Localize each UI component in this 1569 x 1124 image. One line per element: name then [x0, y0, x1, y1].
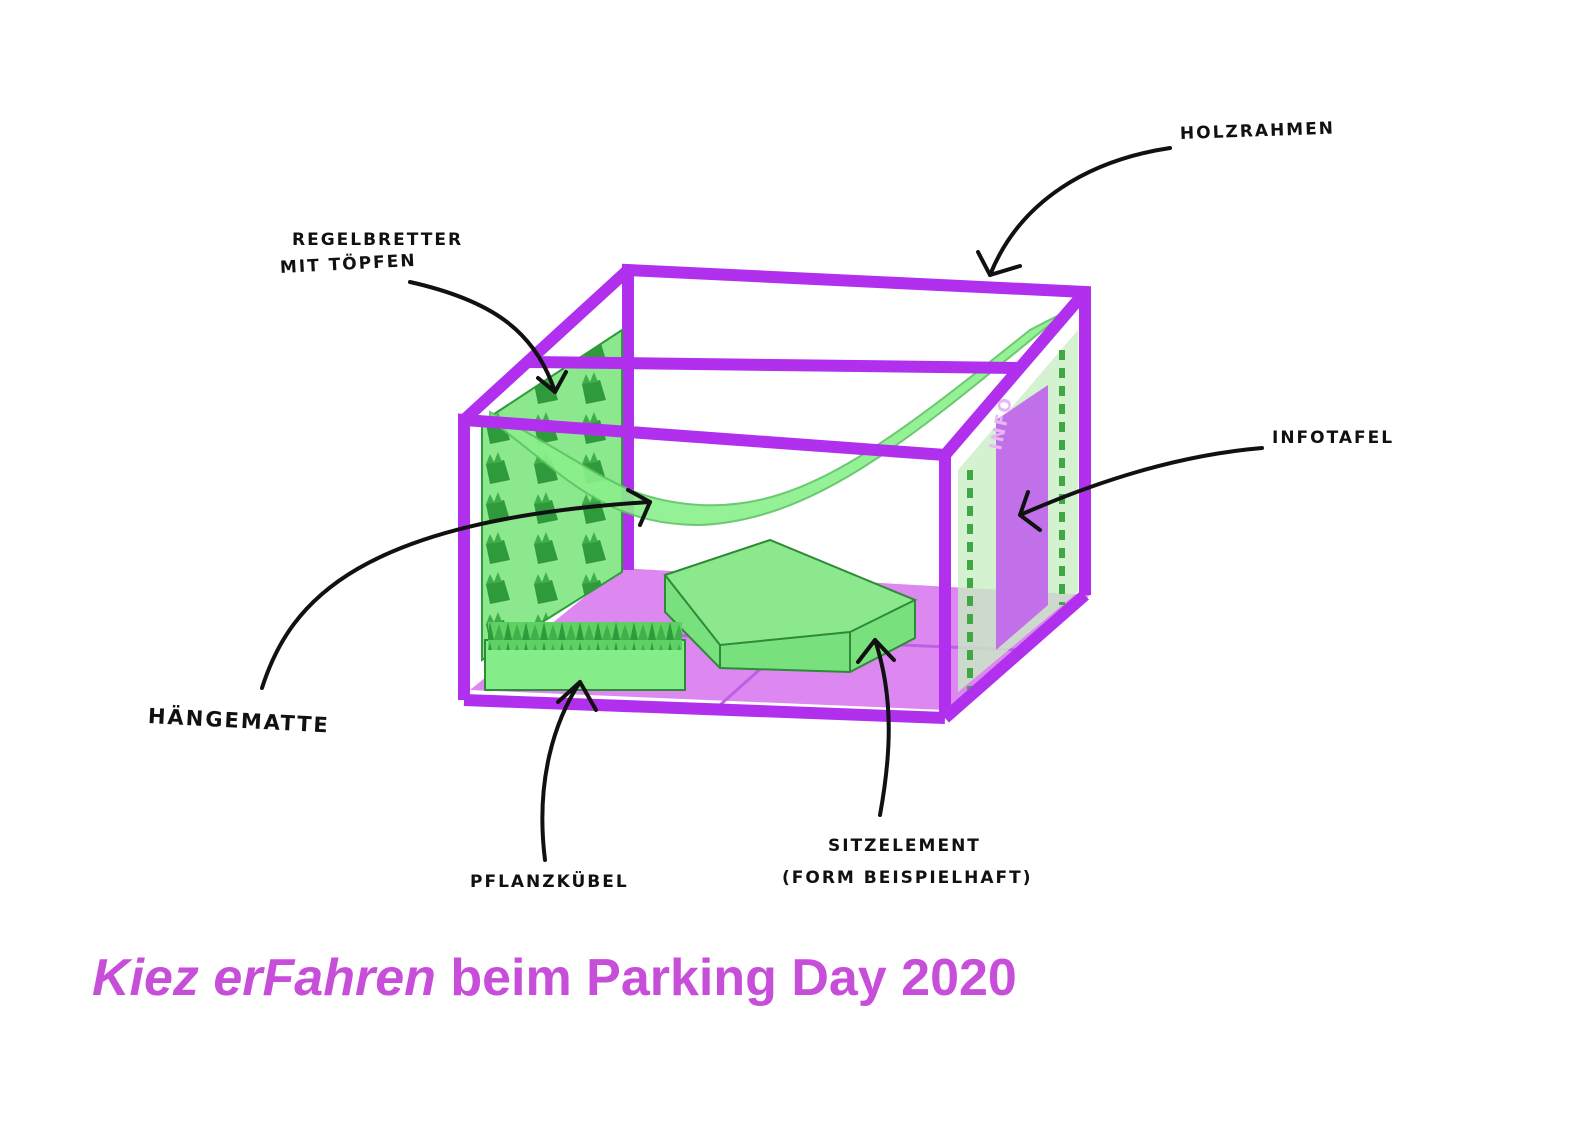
caption-project-name: Kiez erFahren [92, 949, 436, 1007]
seat-top [663, 538, 918, 647]
label-pflanzkuebel: PFLANZKÜBEL [470, 872, 629, 892]
frame-front [458, 413, 951, 718]
caption: Kiez erFahren beim Parking Day 2020 [92, 948, 1017, 1008]
label-infotafel: INFOTAFEL [1272, 428, 1395, 448]
arrow-infotafel [1018, 446, 1264, 517]
arrow-regalbretter [408, 280, 557, 394]
arrow-holzrahmen [988, 146, 1172, 277]
frame-back [622, 263, 1091, 595]
arrow-sitzelement [873, 638, 891, 817]
arrow-haengematte [260, 500, 652, 690]
caption-event: beim Parking Day 2020 [435, 949, 1017, 1007]
label-sitzelement-line2: (FORM BEISPIELHAFT) [782, 868, 1033, 888]
seat-side [665, 575, 915, 672]
arrow-pflanzkuebel [540, 680, 582, 862]
label-sitzelement-line1: SITZELEMENT [828, 836, 981, 856]
annotation-arrows [260, 146, 1264, 862]
label-regalbretter-line1: REGELBRETTER [292, 230, 464, 250]
